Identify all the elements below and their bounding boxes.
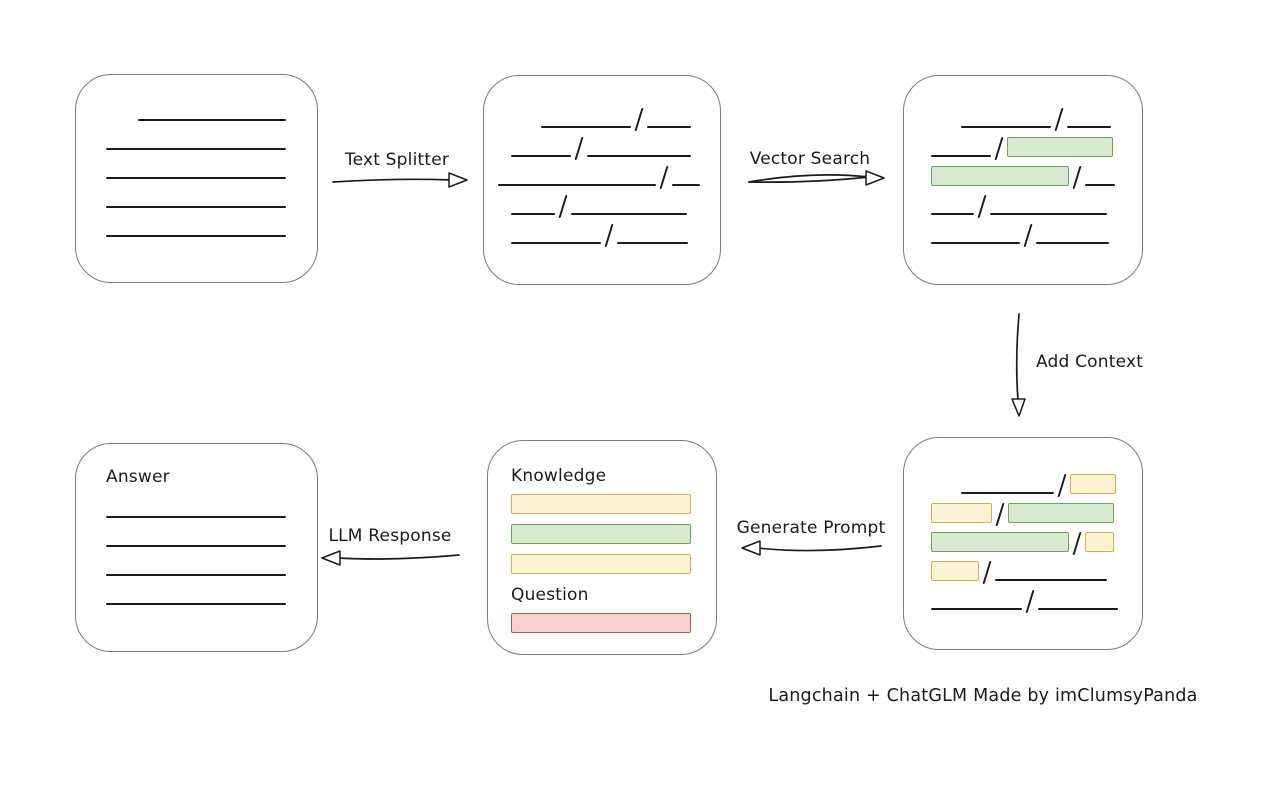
question-bars — [511, 613, 693, 633]
chunk-row — [498, 157, 720, 189]
answer-node: Answer — [75, 443, 318, 652]
text-line — [617, 242, 689, 244]
text-line — [106, 235, 286, 237]
text-line — [995, 579, 1108, 581]
chunk-row — [931, 581, 1142, 613]
add-context-label: Add Context — [1036, 352, 1144, 372]
credit-caption: Langchain + ChatGLM Made by imClumsyPand… — [768, 686, 1198, 706]
text-line — [931, 242, 1020, 244]
vector-search-label: Vector Search — [749, 149, 871, 169]
yellow-chunk — [1070, 474, 1117, 494]
vector-search-arrow — [748, 170, 885, 186]
green-chunk — [931, 166, 1069, 186]
context-lines — [904, 438, 1142, 613]
answer-lines — [106, 488, 287, 605]
chunk-separator — [604, 224, 614, 247]
split-chunks-node — [483, 75, 721, 285]
question-label: Question — [511, 585, 589, 605]
green-chunk — [931, 532, 1069, 552]
text-line — [106, 206, 286, 208]
text-line — [647, 126, 692, 128]
vector-result-lines — [904, 76, 1142, 247]
text-line — [1036, 242, 1110, 244]
chunk-row — [106, 576, 287, 605]
text-line — [138, 119, 286, 121]
text-line — [106, 545, 286, 547]
generate-prompt-arrow — [741, 540, 882, 556]
chunk-row — [511, 186, 720, 218]
text-line — [672, 184, 701, 186]
split-chunk-lines — [484, 76, 720, 247]
chunk-row — [931, 128, 1142, 160]
chunk-row — [106, 518, 287, 547]
chunk-separator — [1025, 590, 1035, 613]
chunk-row — [541, 99, 720, 131]
chunk-row — [511, 215, 720, 247]
text-line — [1067, 126, 1112, 128]
text-line — [931, 608, 1022, 610]
green-chunk — [1008, 503, 1115, 523]
chunk-row — [106, 179, 317, 208]
text-line — [587, 155, 692, 157]
chunk-row — [138, 92, 317, 121]
context-node — [903, 437, 1143, 650]
chunk-row — [961, 99, 1142, 131]
chunk-row — [931, 157, 1142, 189]
yellow-bar — [511, 554, 691, 574]
text-line — [961, 126, 1051, 128]
chunk-row — [931, 186, 1142, 218]
text-line — [106, 148, 286, 150]
chunk-separator — [1023, 224, 1033, 247]
green-chunk — [1007, 137, 1114, 157]
chunk-row — [511, 128, 720, 160]
chunk-row — [106, 489, 287, 518]
generate-prompt-label: Generate Prompt — [736, 518, 886, 538]
yellow-bar — [511, 494, 691, 514]
yellow-chunk — [1085, 532, 1115, 552]
chunk-row — [106, 208, 317, 237]
text-line — [511, 213, 555, 215]
chunk-row — [106, 547, 287, 576]
text-line — [571, 213, 688, 215]
chunk-row — [106, 121, 317, 150]
source-document-node — [75, 74, 318, 283]
text-line — [541, 126, 631, 128]
prompt-node: Knowledge Question — [487, 440, 717, 655]
green-bar — [511, 524, 691, 544]
answer-label: Answer — [106, 467, 170, 487]
text-line — [1085, 184, 1116, 186]
chunk-row — [106, 150, 317, 179]
yellow-chunk — [931, 561, 979, 581]
text-line — [1038, 608, 1119, 610]
red-bar — [511, 613, 691, 633]
text-line — [106, 516, 286, 518]
text-line — [990, 213, 1108, 215]
chunk-row — [931, 494, 1142, 526]
chunk-row — [961, 465, 1142, 497]
llm-response-label: LLM Response — [328, 526, 452, 546]
text-line — [931, 213, 974, 215]
vector-search-result-node — [903, 75, 1143, 285]
chunk-row — [931, 552, 1142, 584]
text-line — [106, 603, 286, 605]
text-splitter-label: Text Splitter — [344, 150, 450, 170]
add-context-arrow — [1011, 313, 1026, 417]
chunk-row — [931, 215, 1142, 247]
yellow-chunk — [931, 503, 992, 523]
text-line — [498, 184, 656, 186]
llm-response-arrow — [321, 550, 460, 566]
text-line — [511, 242, 601, 244]
text-line — [511, 155, 571, 157]
document-lines — [76, 75, 317, 237]
text-line — [961, 492, 1054, 494]
text-splitter-arrow — [332, 172, 468, 188]
chunk-row — [931, 523, 1142, 555]
text-line — [106, 177, 286, 179]
text-line — [106, 574, 286, 576]
text-line — [931, 155, 991, 157]
knowledge-bars — [511, 494, 693, 574]
knowledge-label: Knowledge — [511, 466, 607, 486]
